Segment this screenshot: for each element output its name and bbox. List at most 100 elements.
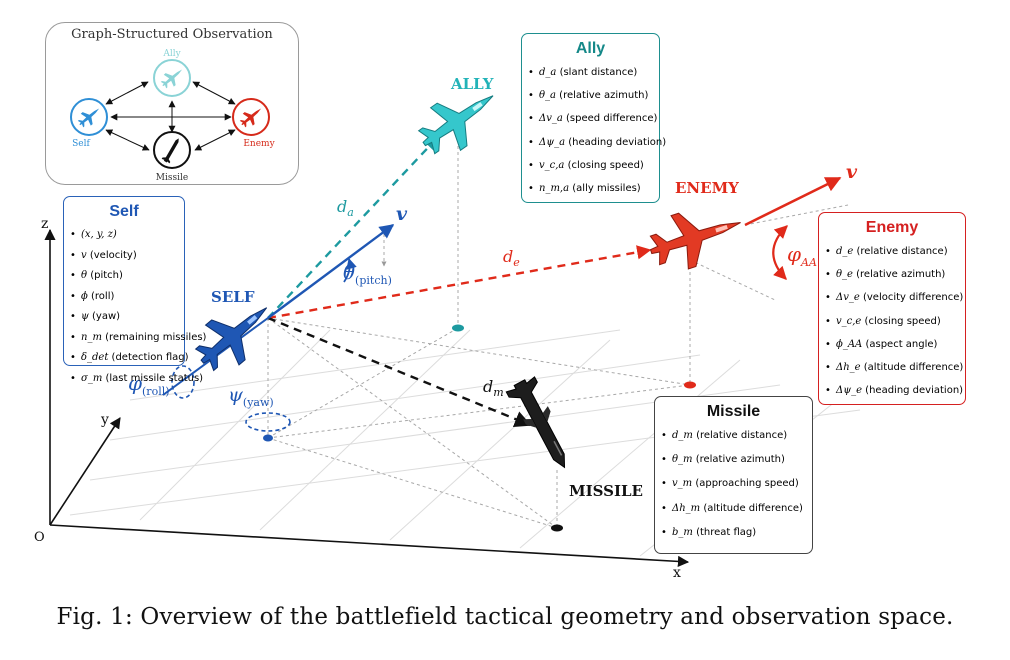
pitch-arc: [343, 257, 357, 283]
enemy-velocity-label: v: [846, 161, 858, 183]
enemy-box-title: Enemy: [865, 219, 919, 236]
observation-symbol: d_e: [836, 246, 854, 257]
observation-description: (remaining missiles): [105, 331, 207, 343]
observation-symbol: Δψ_e: [836, 385, 862, 397]
observation-item: Δh_m (altitude difference): [661, 497, 806, 521]
observation-symbol: d_a: [539, 67, 557, 78]
axis-z-label: z: [41, 216, 48, 232]
observation-symbol: ϕ: [81, 290, 88, 302]
observation-description: (relative azimuth): [695, 454, 785, 466]
missile-icon: [505, 376, 566, 469]
observation-symbol: θ: [81, 270, 88, 281]
observation-symbol: v_c,e: [836, 315, 862, 327]
missile-observation-list: d_m (relative distance) θ_m (relative azi…: [661, 424, 806, 545]
observation-description: (ally missiles): [572, 183, 641, 195]
observation-description: (roll): [91, 290, 115, 302]
ally-jet-icon: [417, 95, 494, 155]
observation-description: (heading deviation): [568, 136, 667, 148]
ally-label: ALLY: [450, 75, 494, 93]
self-jet-icon: [194, 307, 268, 372]
observation-item: ϕ (roll): [70, 287, 178, 308]
observation-item: σ_m (last missile status): [70, 369, 203, 390]
observation-description: (altitude difference): [703, 502, 803, 514]
observation-description: (speed difference): [566, 113, 658, 125]
observation-item: (x, y, z): [70, 225, 178, 246]
enemy-observation-box: Enemy d_e (relative distance)θ_e (relati…: [818, 212, 966, 405]
observation-description: (aspect angle): [865, 338, 938, 350]
graph-label-ally: Ally: [162, 49, 181, 59]
observation-description: (relative azimuth): [856, 269, 946, 281]
self-observation-list: (x, y, z) v (velocity)θ (pitch)ϕ (roll)ψ…: [70, 225, 206, 390]
enemy-velocity-vector: [744, 176, 842, 227]
observation-symbol: v_m: [672, 478, 693, 490]
observation-description: (detection flag): [111, 352, 189, 363]
graph-diagram: Ally Self Enemy Missile: [69, 49, 275, 183]
yaw-indicator: [245, 412, 291, 432]
observation-symbol: ϕ_AA: [836, 338, 863, 350]
observation-item: ψ (yaw): [70, 307, 178, 328]
self-velocity-vector: [267, 224, 395, 319]
missile-ground-marker: [551, 524, 563, 532]
observation-symbol: Δh_e: [836, 362, 861, 374]
observation-symbol: Δψ_a: [539, 136, 566, 148]
missile-label: MISSILE: [569, 482, 643, 500]
observation-symbol: σ_m: [81, 372, 103, 384]
ally-observation-list: d_a (slant distance)θ_a (relative azimut…: [528, 61, 666, 200]
observation-symbol: v: [81, 249, 87, 261]
ally-distance-label: da: [337, 197, 354, 219]
graph-title: Graph-Structured Observation: [71, 27, 273, 42]
observation-symbol: n_m: [81, 331, 102, 343]
observation-item: θ_e (relative azimuth): [825, 263, 959, 286]
observation-item: d_a (slant distance): [528, 61, 653, 84]
self-velocity-label: v: [396, 203, 408, 225]
missile-distance-vector: [267, 316, 532, 428]
observation-symbol: n_m,a: [539, 183, 570, 195]
observation-item: Δh_e (altitude difference): [825, 356, 963, 379]
graph-label-enemy: Enemy: [243, 139, 275, 149]
observation-symbol: b_m: [672, 526, 693, 538]
observation-item: θ_a (relative azimuth): [528, 84, 653, 107]
figure-caption: Fig. 1: Overview of the battlefield tact…: [56, 604, 954, 630]
observation-symbol: v_c,a: [539, 159, 565, 171]
tactical-scene: z y x O: [34, 75, 861, 581]
observation-symbol: θ_m: [672, 454, 693, 466]
observation-symbol: ψ: [81, 311, 89, 322]
graph-node-ally: [152, 58, 191, 97]
observation-item: Δv_e (velocity difference): [825, 286, 963, 309]
aspect-angle-label: φAA: [787, 242, 817, 269]
yaw-label: ψ(yaw): [228, 384, 274, 409]
observation-symbol: θ_a: [539, 90, 556, 102]
self-observation-box: Self (x, y, z) v (velocity)θ (pitch)ϕ (r…: [63, 196, 206, 389]
ally-ground-marker: [452, 324, 464, 332]
observation-item: δ_det (detection flag): [70, 348, 189, 369]
observation-description: (yaw): [92, 311, 121, 322]
missile-observation-box: Missile d_m (relative distance)θ_m (rela…: [654, 396, 813, 554]
observation-description: (velocity): [89, 249, 137, 261]
observation-symbol: d_m: [672, 430, 693, 441]
observation-item: v_c,e (closing speed): [825, 310, 959, 333]
enemy-distance-label: de: [503, 247, 520, 269]
observation-item: Δψ_e (heading deviation): [825, 379, 963, 402]
observation-description: (altitude difference): [863, 362, 964, 374]
observation-description: (velocity difference): [862, 292, 964, 304]
ally-observation-box: Ally d_a (slant distance)θ_a (relative a…: [521, 33, 666, 203]
self-box-title: Self: [109, 203, 139, 220]
observation-description: (slant distance): [559, 67, 638, 78]
observation-item: n_m,a (ally missiles): [528, 177, 653, 200]
graph-node-missile: [152, 130, 191, 169]
enemy-ground-marker: [684, 381, 696, 389]
observation-description: (relative distance): [696, 430, 788, 441]
missile-distance-label: dm: [483, 377, 504, 399]
graph-label-self: Self: [72, 139, 90, 149]
graph-node-enemy: [231, 97, 270, 136]
origin-label: O: [34, 530, 45, 545]
graph-label-missile: Missile: [155, 173, 187, 183]
observation-symbol: Δh_m: [672, 502, 701, 514]
observation-description: (approaching speed): [695, 478, 799, 490]
observation-item: b_m (threat flag): [661, 521, 806, 545]
observation-item: v_m (approaching speed): [661, 472, 806, 496]
pitch-label: θ(pitch): [343, 260, 392, 287]
observation-item: θ (pitch): [70, 266, 178, 287]
observation-item: v (velocity): [70, 246, 178, 267]
axis-y-label: y: [100, 412, 109, 428]
